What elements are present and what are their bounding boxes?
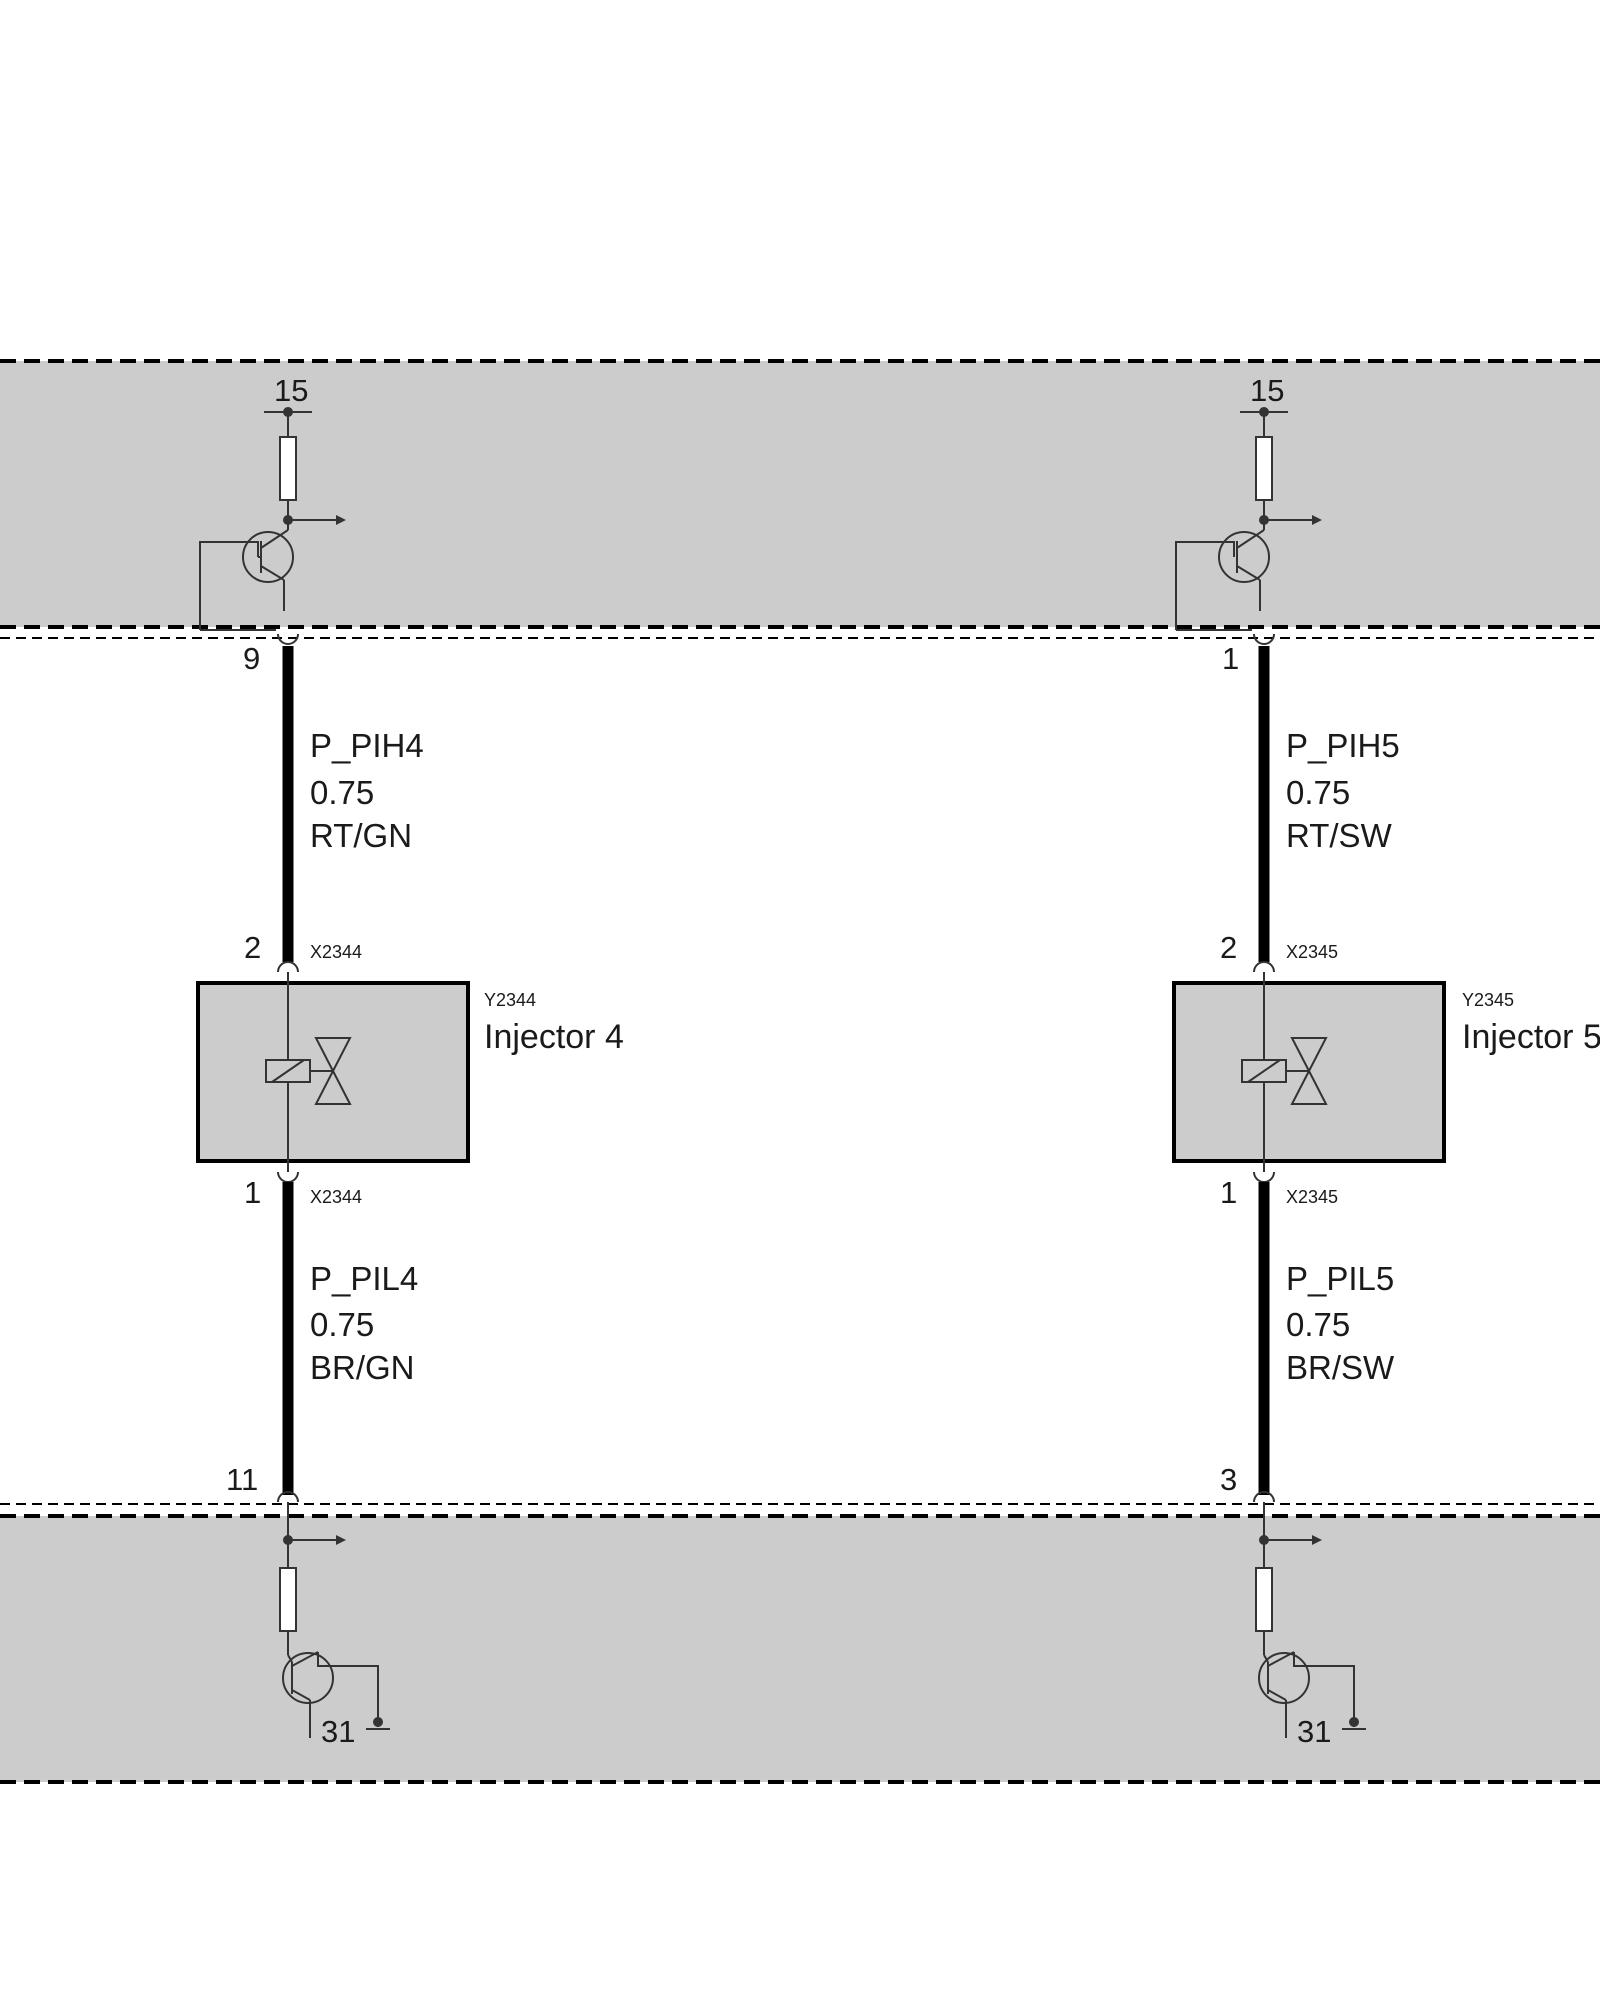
ground-terminal-label: 31	[321, 1714, 355, 1749]
high-wire-name: P_PIH5	[1286, 727, 1400, 764]
low-wire-color: BR/SW	[1286, 1349, 1395, 1386]
supply-terminal-label: 15	[274, 373, 308, 408]
low-wire-size: 0.75	[1286, 1306, 1350, 1343]
component-name: Injector 5	[1462, 1018, 1600, 1056]
connector-bottom-id: X2344	[310, 1187, 362, 1207]
low-side-transistor-symbol	[282, 1652, 334, 1704]
control-module-lower	[0, 1503, 1600, 1784]
low-side-driver: 31	[279, 1502, 390, 1749]
connector-top-id: X2344	[310, 942, 362, 962]
ecu-pin-high: 1	[1222, 641, 1239, 676]
low-wire-name: P_PIL4	[310, 1260, 418, 1297]
valve-icon	[1290, 1037, 1328, 1105]
component-id: Y2345	[1462, 990, 1514, 1010]
channel-injector-4: 15 9 P_PIH4 0.75 RT/G	[196, 373, 624, 1749]
ecu-pin-low: 3	[1220, 1462, 1237, 1497]
connector-bottom-pin: 1	[1220, 1175, 1237, 1210]
high-wire-color: RT/SW	[1286, 817, 1393, 854]
low-side-resistor	[1255, 1567, 1273, 1632]
low-side-driver: 31	[1255, 1502, 1366, 1749]
supply-terminal-label: 15	[1250, 373, 1284, 408]
connector-bottom-id: X2345	[1286, 1187, 1338, 1207]
high-side-driver: 15	[1175, 373, 1322, 631]
high-side-driver: 15	[199, 373, 346, 631]
low-side-resistor	[279, 1567, 297, 1632]
high-side-resistor	[1255, 436, 1273, 501]
low-wire-name: P_PIL5	[1286, 1260, 1394, 1297]
ground-terminal-label: 31	[1297, 1714, 1331, 1749]
low-side-transistor-symbol	[1258, 1652, 1310, 1704]
channel-injector-5: 15 1 P_PIH5 0.75 RT/SW 2	[1172, 373, 1600, 1749]
ecu-pin-low: 11	[226, 1462, 258, 1497]
high-wire-color: RT/GN	[310, 817, 412, 854]
valve-icon	[314, 1037, 352, 1105]
high-side-resistor	[279, 436, 297, 501]
module-upper-fill	[0, 361, 1600, 627]
connector-top-pin: 2	[244, 930, 261, 965]
connector-bottom-pin: 1	[244, 1175, 261, 1210]
component-id: Y2344	[484, 990, 536, 1010]
high-wire-name: P_PIH4	[310, 727, 424, 764]
connector-top-pin: 2	[1220, 930, 1237, 965]
ecu-pin-high: 9	[243, 641, 260, 676]
low-wire-color: BR/GN	[310, 1349, 415, 1386]
module-lower-fill	[0, 1516, 1600, 1782]
control-module-upper	[0, 359, 1600, 639]
high-side-transistor-symbol	[242, 531, 294, 583]
low-wire-size: 0.75	[310, 1306, 374, 1343]
high-wire-size: 0.75	[1286, 774, 1350, 811]
connector-top-id: X2345	[1286, 942, 1338, 962]
high-wire-size: 0.75	[310, 774, 374, 811]
injector-component	[1172, 972, 1446, 1172]
component-name: Injector 4	[484, 1018, 624, 1056]
high-side-transistor-symbol	[1218, 531, 1270, 583]
injector-component	[196, 972, 470, 1172]
